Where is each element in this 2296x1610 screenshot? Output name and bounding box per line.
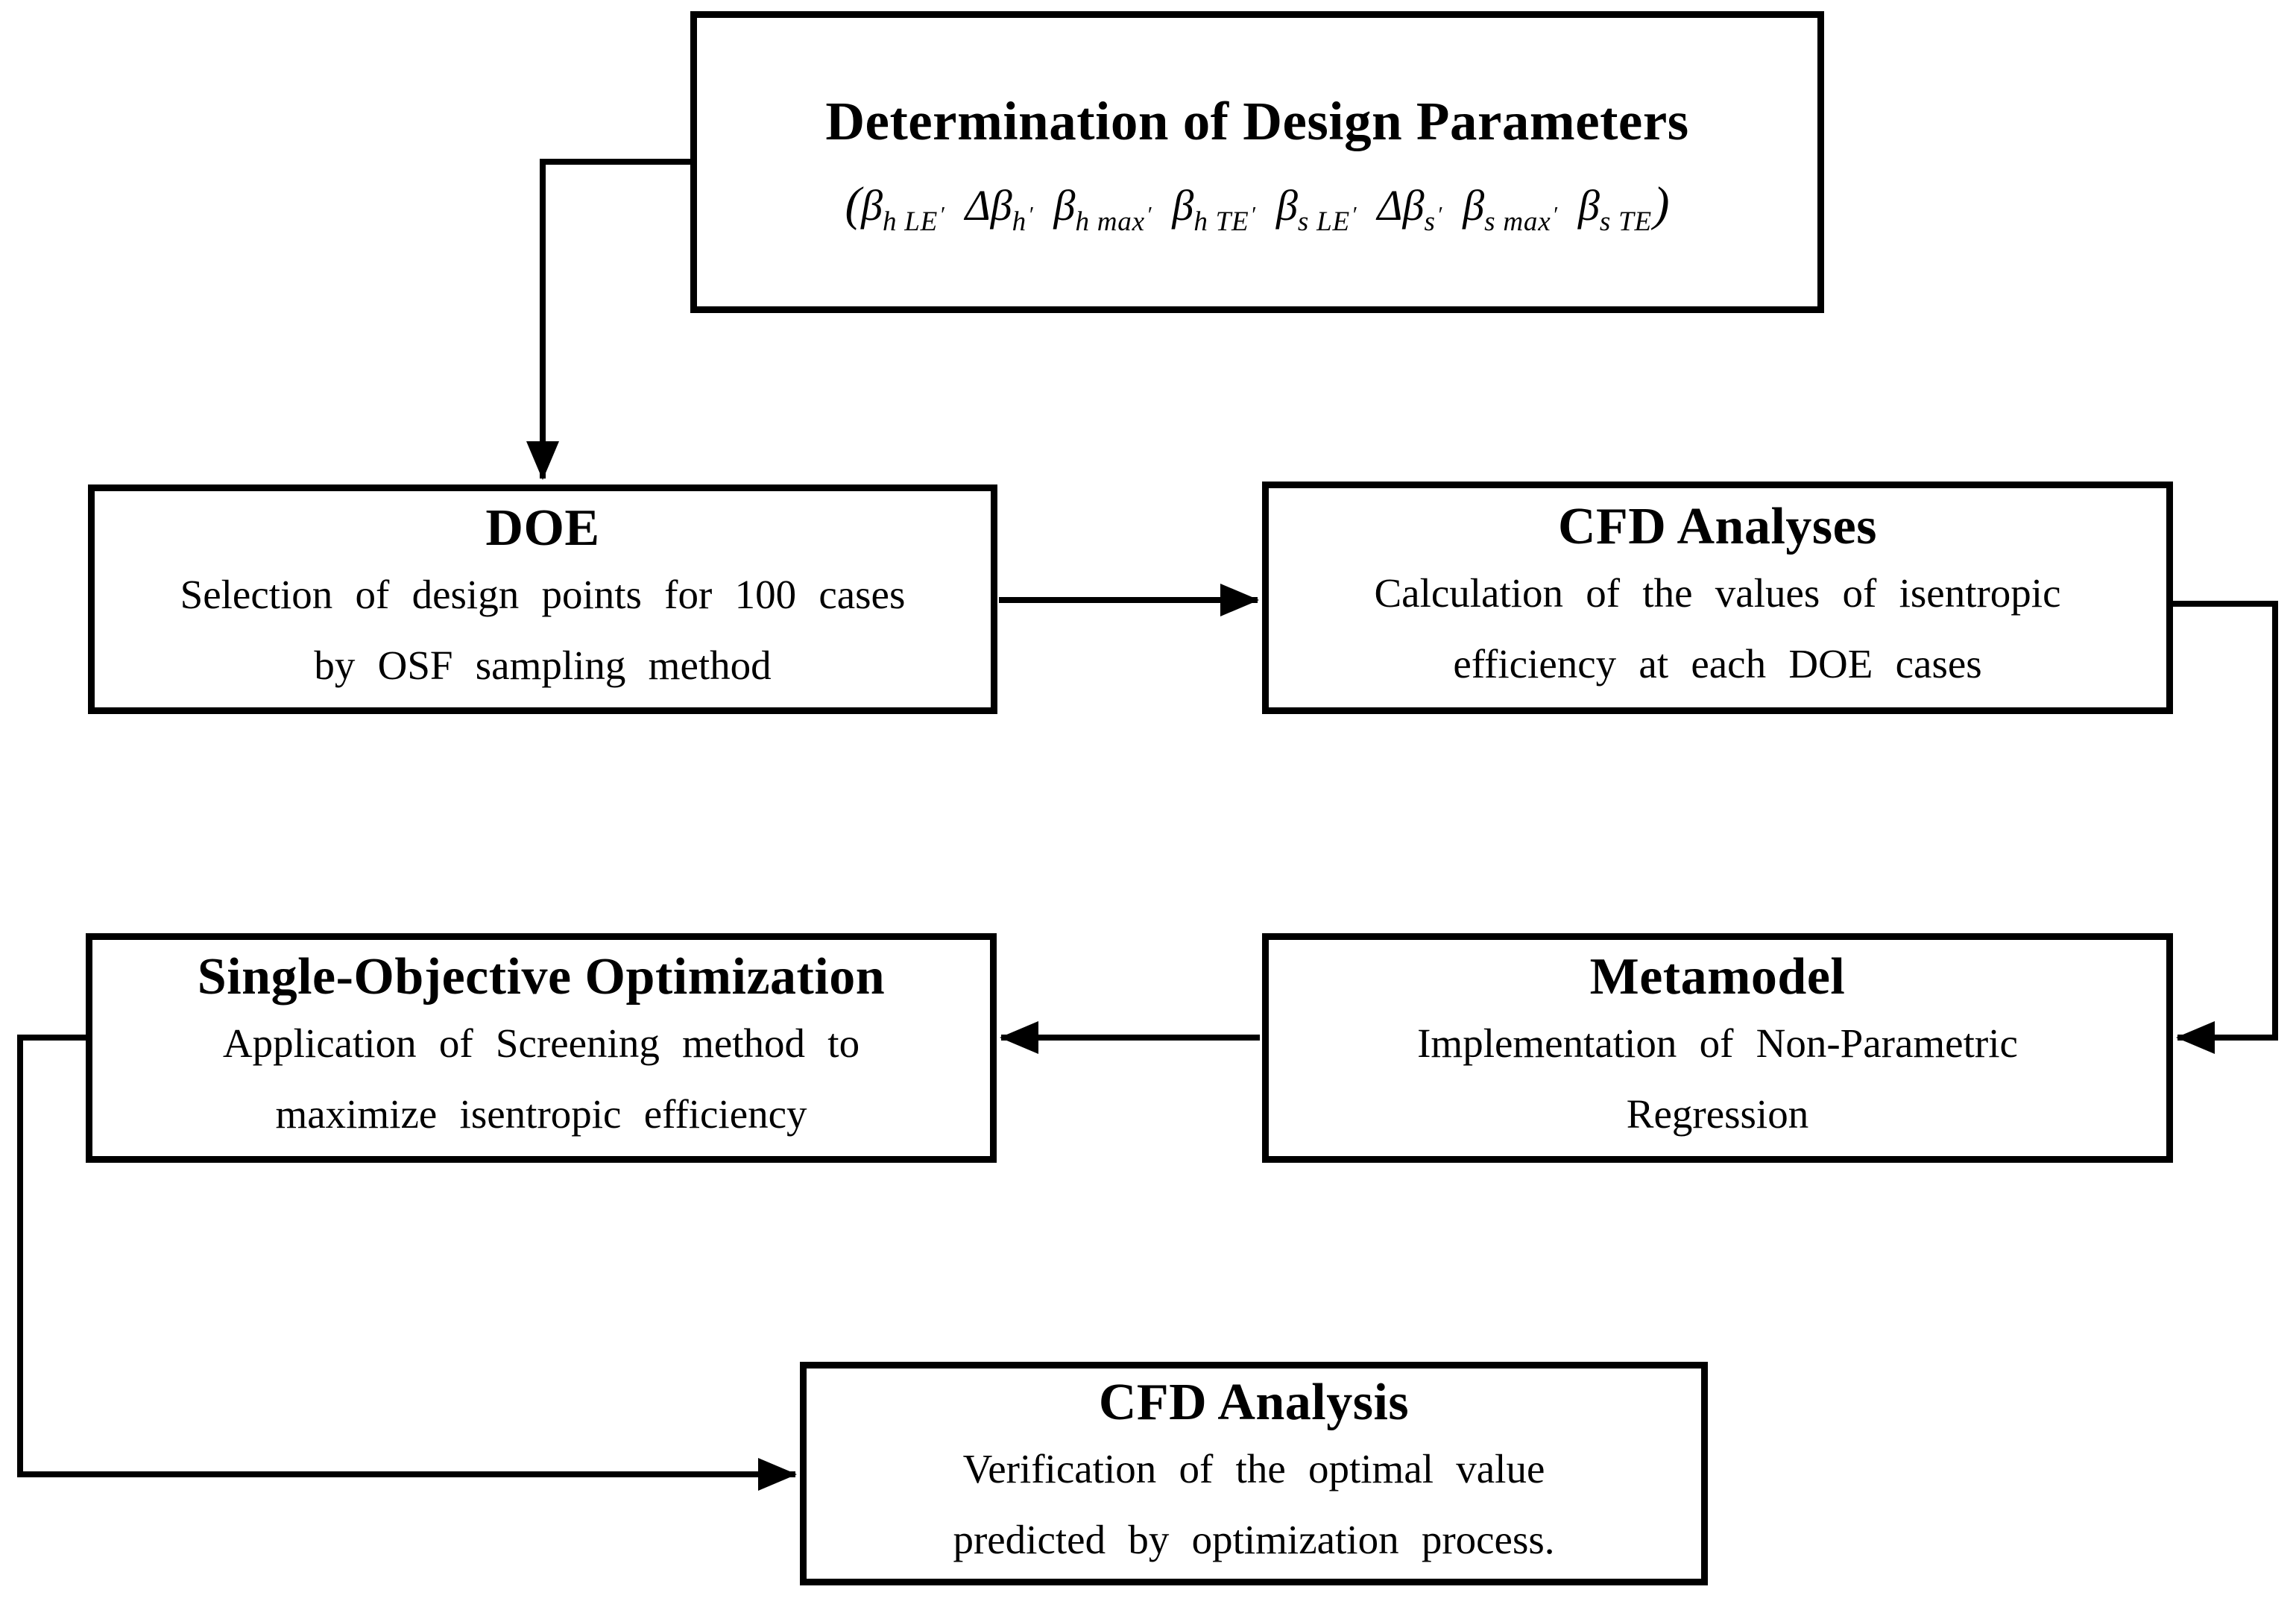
box-line: Application of Screening method to <box>222 1020 860 1067</box>
box-line: Implementation of Non-Parametric <box>1417 1020 2018 1067</box>
box-line: Calculation of the values of isentropic <box>1374 570 2061 616</box>
connector-cfd-analyses-to-metamodel <box>2172 601 2278 1054</box>
box-title: DOE <box>485 499 600 558</box>
box-line: Regression <box>1626 1091 1809 1137</box>
box-line: maximize isentropic efficiency <box>275 1091 807 1137</box>
box-cfd-analysis-verification: CFD Analysis Verification of the optimal… <box>800 1362 1708 1585</box>
box-line: predicted by optimization process. <box>953 1517 1555 1562</box>
box-single-objective-optimization: Single-Objective Optimization Applicatio… <box>86 933 997 1163</box>
formula-open-paren: ( <box>845 177 862 232</box>
design-parameters-formula: (βh LE′ Δβh′ βh max′ βh TE′ βs LE′ Δβs′ βs max… <box>845 180 1669 236</box>
design-parameter: βs max′ <box>1463 181 1558 238</box>
design-parameter: βh TE′ <box>1172 181 1256 238</box>
box-line: Verification of the optimal value <box>962 1446 1545 1492</box>
box-title: Single-Objective Optimization <box>197 948 886 1006</box>
box-line: Selection of design points for 100 cases <box>180 572 906 618</box>
box-metamodel: Metamodel Implementation of Non-Parametr… <box>1262 933 2173 1163</box>
box-title: CFD Analysis <box>1098 1374 1410 1432</box>
design-parameter: Δβh′ <box>965 181 1033 238</box>
box-title: Determination of Design Parameters <box>825 90 1689 151</box>
box-doe: DOE Selection of design points for 100 c… <box>88 484 997 714</box>
connector-design-to-doe <box>526 159 690 480</box>
formula-close-paren: ) <box>1653 177 1670 232</box>
design-parameter: βh LE′ <box>861 181 944 238</box>
box-title: Metamodel <box>1589 948 1846 1006</box>
box-line: by OSF sampling method <box>314 643 772 688</box>
box-design-parameters: Determination of Design Parameters (βh L… <box>690 11 1824 313</box>
design-parameter: Δβs′ <box>1377 181 1442 238</box>
design-parameter: βh max′ <box>1053 181 1152 238</box>
design-parameter: βs TE <box>1578 181 1652 238</box>
connector-single-objective-to-cfd-analysis <box>17 1035 797 1491</box>
design-parameter: βs LE′ <box>1276 181 1357 238</box>
box-line: efficiency at each DOE cases <box>1453 641 1982 686</box>
box-title: CFD Analyses <box>1558 498 1877 556</box>
box-cfd-analyses: CFD Analyses Calculation of the values o… <box>1262 482 2173 714</box>
